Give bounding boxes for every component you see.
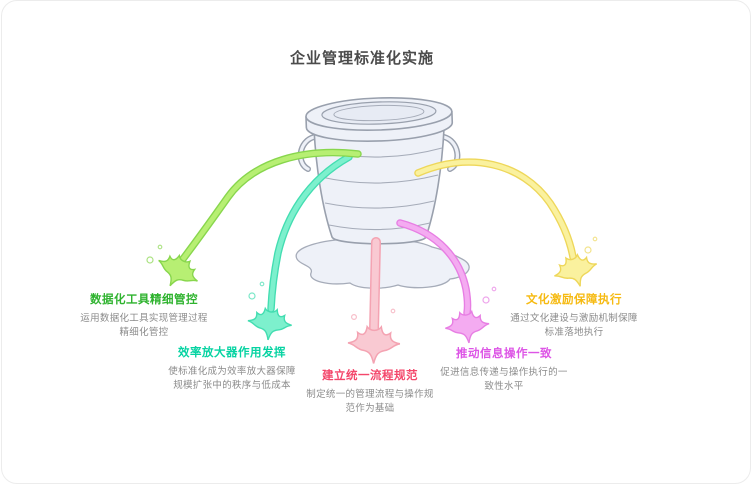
item-desc-line: 精细化管控: [119, 327, 169, 338]
item-desc-line: 标准落地执行: [544, 327, 604, 338]
item-desc-line: 规模扩张中的秩序与低成本: [173, 380, 291, 391]
bucket: [297, 97, 461, 245]
item-title: 数据化工具精细管控: [90, 294, 198, 306]
item-description: 制定统一的管理流程与操作规 范作为基础: [280, 388, 460, 416]
item-description: 使标准化成为效率放大器保障 规模扩张中的秩序与低成本: [142, 365, 322, 393]
item-description: 通过文化建设与激励机制保障 标准落地执行: [484, 312, 664, 340]
item-desc-line: 制定统一的管理流程与操作规: [306, 389, 434, 400]
item-efficiency-amplifier: 效率放大器作用发挥 使标准化成为效率放大器保障 规模扩张中的秩序与低成本: [142, 344, 322, 393]
bucket-bands: [315, 147, 443, 231]
item-desc-line: 运用数据化工具实现管理过程: [80, 313, 208, 324]
stream-culture: [414, 158, 603, 294]
item-information-consistency: 推动信息操作一致 促进信息传递与操作执行的一 致性水平: [414, 345, 594, 394]
item-culture-incentive: 文化激励保障执行 通过文化建设与激励机制保障 标准落地执行: [484, 291, 664, 340]
bucket-handle-right: [441, 134, 461, 172]
item-title: 效率放大器作用发挥: [178, 347, 286, 359]
item-desc-line: 促进信息传递与操作执行的一: [440, 367, 568, 378]
item-title: 建立统一流程规范: [322, 370, 418, 382]
item-description: 运用数据化工具实现管理过程 精细化管控: [54, 312, 234, 340]
item-desc-line: 使标准化成为效率放大器保障: [168, 366, 296, 377]
item-unified-process: 建立统一流程规范 制定统一的管理流程与操作规 范作为基础: [280, 367, 460, 416]
bucket-rim: [305, 97, 454, 142]
stream-information: [396, 219, 497, 346]
bucket-body: [313, 128, 445, 245]
item-title: 文化激励保障执行: [526, 294, 622, 306]
stream-efficiency: [245, 153, 353, 343]
item-desc-line: 范作为基础: [345, 403, 395, 414]
item-desc-line: 致性水平: [484, 381, 524, 392]
item-title: 推动信息操作一致: [456, 348, 552, 360]
page-title: 企业管理标准化实施: [289, 50, 434, 68]
stream-data-tools: [146, 148, 362, 297]
item-data-tools: 数据化工具精细管控 运用数据化工具实现管理过程 精细化管控: [54, 291, 234, 340]
item-desc-line: 通过文化建设与激励机制保障: [510, 313, 638, 324]
item-description: 促进信息传递与操作执行的一 致性水平: [414, 366, 594, 394]
stream-process: [346, 237, 401, 365]
